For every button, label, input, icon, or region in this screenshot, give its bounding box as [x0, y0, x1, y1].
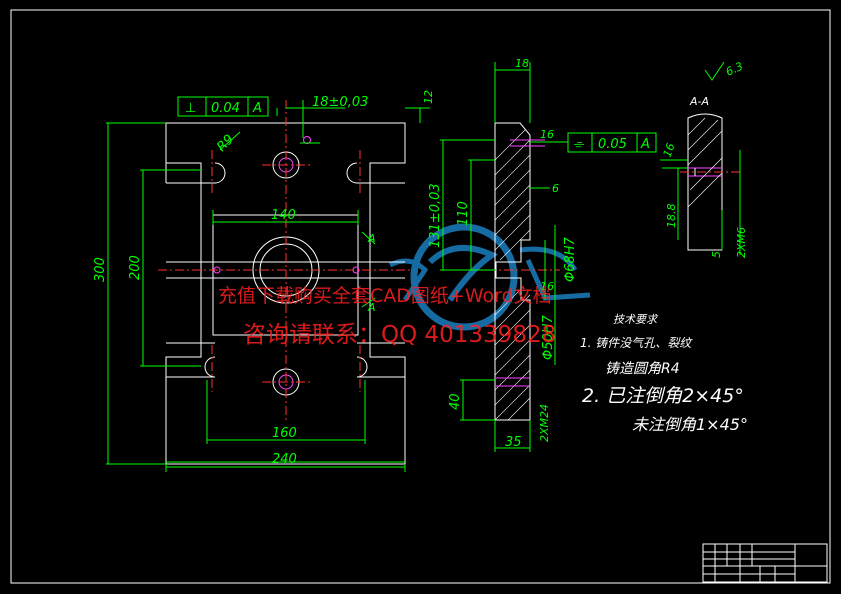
dim-12: 12	[422, 90, 435, 104]
section-mark-upper: A	[367, 232, 376, 245]
tech-req-item-1b: 铸造圆角R4	[605, 361, 680, 377]
section-dim-m6: 2XM6	[735, 227, 748, 258]
watermark-logo	[388, 223, 591, 331]
dim-18-tolerance: 18±0,03	[312, 95, 368, 110]
flatness-datum: A	[640, 137, 650, 152]
side-view: 18 131±0,03 110 16 6 Φ68H7 Φ50H7 16 40 3…	[428, 57, 657, 452]
section-dim-16: 16	[661, 141, 678, 159]
perpendicularity-value: 0.04	[211, 101, 240, 116]
section-roughness: 6.3	[724, 60, 745, 79]
side-dim-6: 6	[552, 182, 559, 195]
section-title: A-A	[689, 95, 709, 108]
section-dim-5: 5	[710, 251, 723, 258]
side-dim-50: Φ50H7	[541, 314, 556, 360]
side-dim-110: 110	[456, 201, 471, 226]
dim-160: 160	[272, 426, 297, 441]
section-detail-hatch	[687, 117, 723, 208]
perpendicularity-symbol: ⊥	[185, 101, 196, 116]
tech-req-heading: 技术要求	[613, 313, 659, 326]
flatness-symbol: ⌯	[573, 137, 585, 152]
section-detail-outline	[687, 113, 723, 251]
side-hatch	[494, 129, 531, 421]
watermark-line-2: 咨询请联系：QQ 401339828	[243, 322, 556, 348]
side-dim-16a: 16	[540, 128, 554, 141]
side-dim-131: 131±0,03	[428, 183, 443, 248]
perpendicularity-datum: A	[252, 101, 262, 116]
dim-200: 200	[128, 255, 143, 280]
tech-req-item-1: 1. 铸件没气孔、裂纹	[580, 336, 693, 350]
dim-300: 300	[93, 257, 108, 282]
tech-req-item-2: 2. 已注倒角2×45°	[582, 385, 744, 407]
front-view: ⊥ 0.04 A 18±0,03 12 R9 140 300 200 160 2…	[93, 90, 435, 472]
section-mark-lower: A	[367, 301, 376, 314]
watermark-text: 充值下载购买全套CAD图纸+Word文档 咨询请联系：QQ 401339828	[218, 285, 556, 348]
flatness-value: 0.05	[598, 137, 627, 152]
dim-r9: R9	[214, 132, 237, 155]
dim-140: 140	[271, 208, 296, 223]
tech-req-item-3: 未注倒角1×45°	[632, 415, 748, 434]
watermark-line-1: 充值下载购买全套CAD图纸+Word文档	[218, 285, 552, 307]
roughness-symbol	[704, 61, 725, 81]
dim-240: 240	[272, 452, 297, 467]
title-block	[702, 543, 828, 583]
side-dim-m24: 2XM24	[538, 404, 551, 442]
drawing-frame	[10, 9, 831, 584]
side-dim-16b: 16	[540, 280, 554, 293]
side-dim-18: 18	[515, 57, 529, 70]
section-dim-18: 18.8	[665, 204, 678, 229]
side-dim-40: 40	[448, 393, 463, 410]
side-dim-68: Φ68H7	[563, 236, 578, 282]
technical-requirements: 技术要求 1. 铸件没气孔、裂纹 铸造圆角R4 2. 已注倒角2×45° 未注倒…	[580, 313, 748, 434]
side-dim-35: 35	[505, 435, 522, 450]
section-detail-view: A-A 6.3 16 18.8 5 2XM6	[660, 60, 748, 258]
